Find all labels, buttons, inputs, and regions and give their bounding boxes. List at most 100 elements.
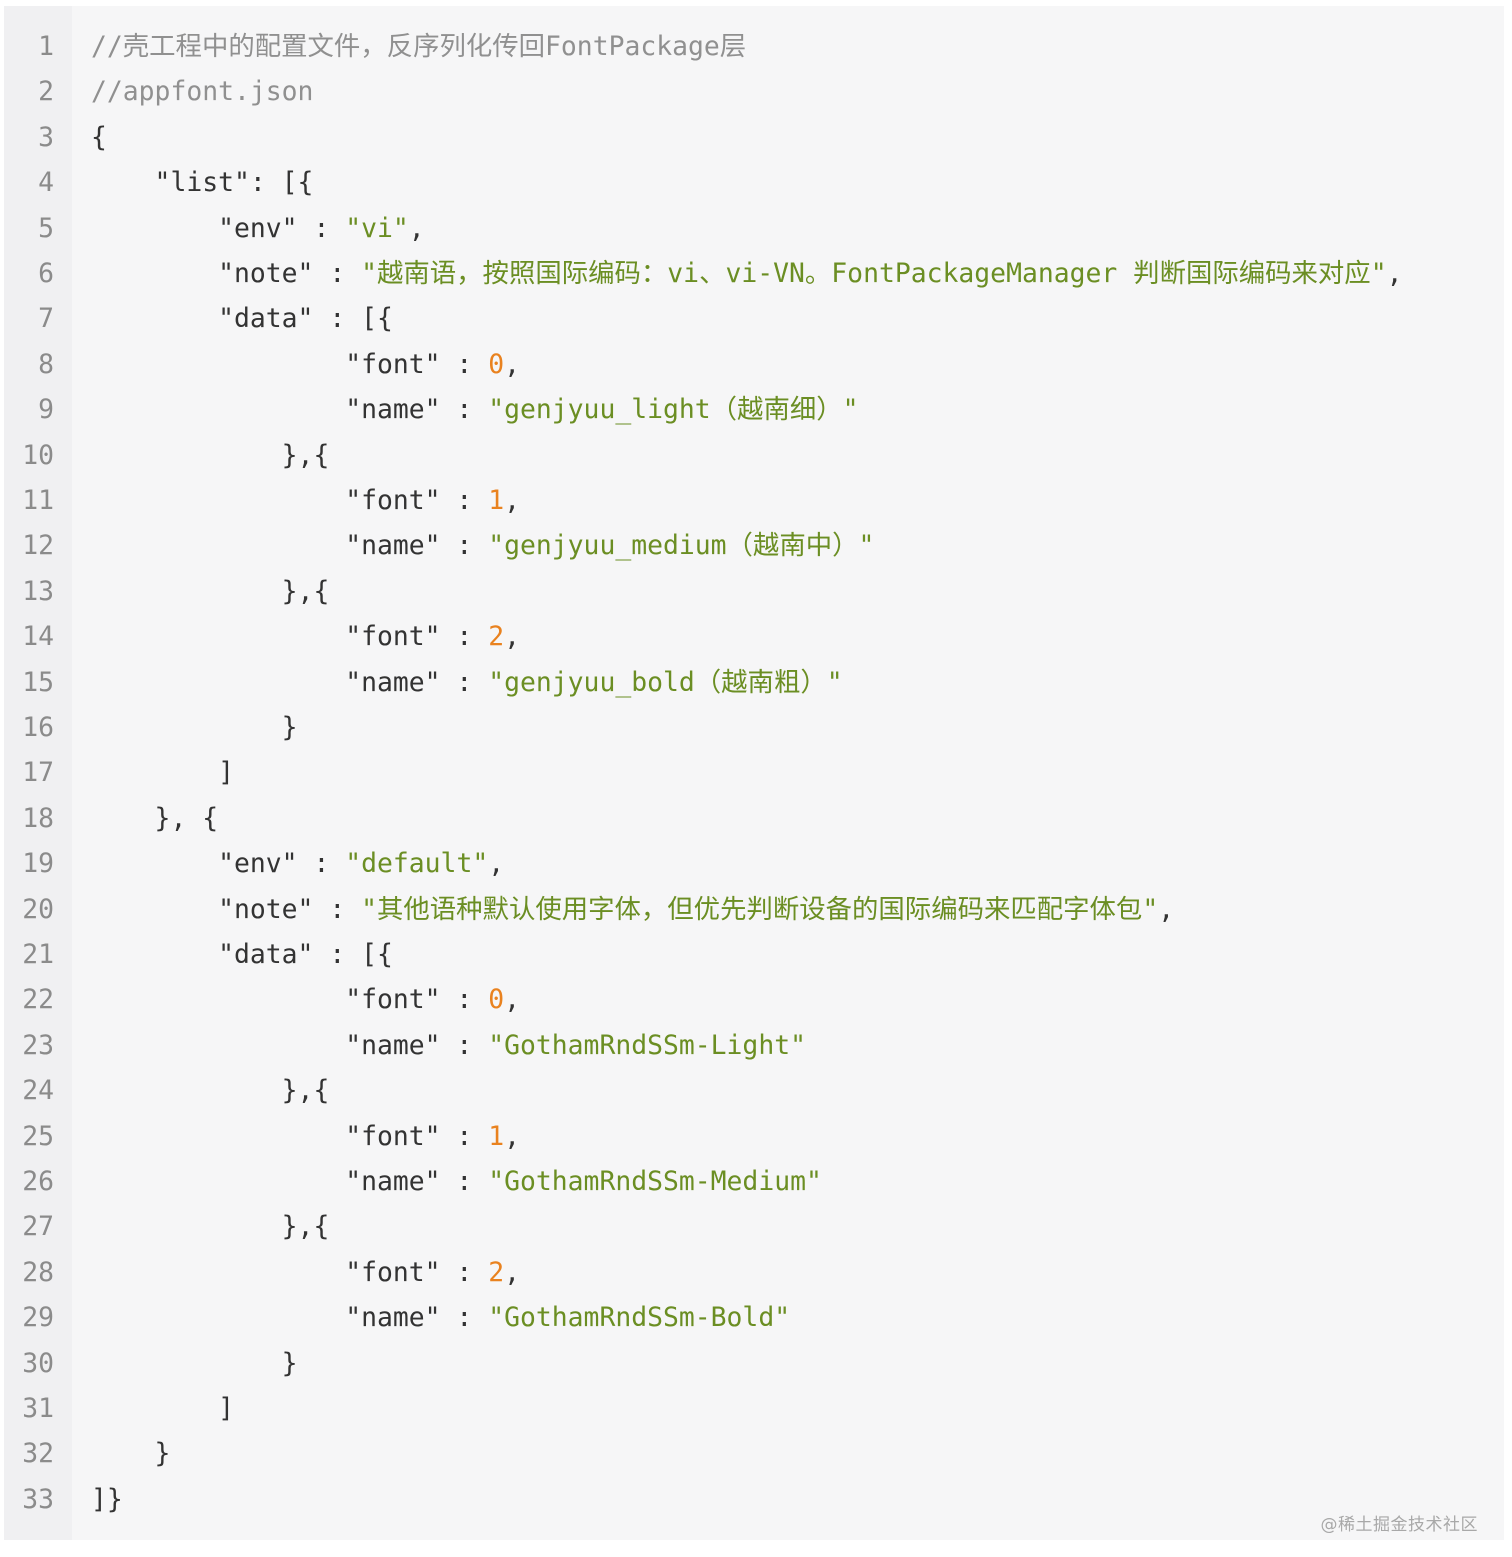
code-token: } (91, 1347, 298, 1379)
line-number: 17 (22, 757, 54, 789)
line-number: 10 (22, 439, 54, 471)
code-token: "name" : (91, 1302, 489, 1334)
line-code: "font" : 1, (91, 478, 520, 523)
line-code: "list": [{ (91, 160, 314, 205)
line-code: "name" : "genjyuu_light（越南细）" (91, 387, 859, 432)
line-number: 23 (22, 1029, 54, 1061)
line-code: "font" : 1, (91, 1114, 520, 1159)
line-number: 20 (22, 893, 54, 925)
code-token: "GothamRndSSm-Bold" (488, 1302, 791, 1334)
line-code: "font" : 2, (91, 1250, 520, 1295)
line-code: "data" : [{ (91, 932, 393, 977)
code-token: "越南语，按照国际编码：vi、vi-VN。FontPackageManager … (361, 258, 1387, 289)
code-token: "GothamRndSSm-Medium" (488, 1166, 822, 1197)
line-code: },{ (91, 1204, 330, 1249)
code-token: ] (91, 757, 234, 789)
code-token: , (504, 348, 520, 380)
line-number: 16 (22, 712, 54, 743)
code-token: "data" : [{ (91, 303, 393, 335)
line-code: //壳工程中的配置文件，反序列化传回FontPackage层 (91, 24, 746, 69)
line-code: ] (91, 750, 234, 795)
code-token: "note" : (91, 893, 362, 925)
code-token: , (408, 212, 425, 244)
code-block: 1 //壳工程中的配置文件，反序列化传回FontPackage层 2 //appfon… (4, 6, 1504, 1540)
code-token: , (1158, 893, 1175, 925)
line-number: 31 (22, 1393, 54, 1424)
code-token: "data" : [{ (91, 939, 393, 970)
line-code: }, { (91, 796, 219, 841)
line-number: 14 (22, 621, 54, 653)
line-code: "name" : "GothamRndSSm-Bold" (91, 1295, 790, 1340)
line-number: 3 (38, 121, 54, 153)
line-code: "env" : "default", (91, 841, 504, 886)
line-number: 19 (22, 848, 54, 880)
code-token: 0 (488, 984, 505, 1016)
line-code: "font" : 0, (91, 977, 520, 1022)
code-token: "font" : (91, 348, 489, 380)
code-token: "其他语种默认使用字体，但优先判断设备的国际编码来匹配字体包" (361, 893, 1159, 925)
code-token: "vi" (345, 212, 409, 244)
code-token: , (504, 984, 520, 1016)
line-number: 26 (22, 1166, 54, 1197)
code-token: 0 (488, 348, 505, 380)
line-number: 2 (38, 76, 54, 108)
code-token: 1 (488, 485, 505, 516)
code-token: 2 (488, 1256, 505, 1288)
code-token: ] (91, 1393, 234, 1424)
line-number: 15 (22, 666, 54, 698)
line-number: 27 (22, 1211, 54, 1243)
code-token: },{ (91, 439, 330, 471)
code-token: , (504, 1120, 520, 1152)
line-number: 25 (22, 1120, 54, 1152)
line-code: "name" : "GothamRndSSm-Light" (91, 1023, 806, 1068)
line-number: 11 (22, 485, 54, 516)
line-number: 1 (38, 31, 54, 62)
line-number: 6 (38, 258, 54, 289)
code-token: "name" : (91, 1166, 489, 1197)
line-code: { (91, 115, 107, 160)
code-token: } (91, 1438, 171, 1470)
line-code: },{ (91, 433, 330, 478)
line-number: 29 (22, 1302, 54, 1334)
line-number: 5 (38, 212, 54, 244)
code-token: },{ (91, 1211, 330, 1243)
line-code: ] (91, 1386, 234, 1431)
line-code: //appfont.json (91, 69, 313, 114)
code-token: "genjyuu_light（越南细）" (488, 394, 859, 426)
code-token: "list": [{ (91, 167, 314, 199)
code-token: "name" : (91, 530, 489, 562)
code-token: "env" : (91, 848, 346, 880)
line-code: "note" : "其他语种默认使用字体，但优先判断设备的国际编码来匹配字体包"… (91, 887, 1174, 932)
line-number: 8 (38, 348, 54, 380)
code-token: "font" : (91, 984, 489, 1016)
line-code: } (91, 1341, 298, 1386)
line-code: } (91, 1431, 171, 1476)
code-token: 2 (488, 621, 505, 653)
line-number: 28 (22, 1256, 54, 1288)
line-code: ]} (91, 1477, 123, 1522)
code-token: }, { (91, 802, 219, 834)
code-token: "name" : (91, 394, 489, 426)
code-token: "font" : (91, 1120, 489, 1152)
code-token: //appfont.json (91, 76, 314, 108)
code-token: , (1386, 258, 1403, 289)
code-token: { (91, 121, 107, 153)
code-token: "font" : (91, 485, 489, 516)
code-token: "font" : (91, 1256, 489, 1288)
code-token: "GothamRndSSm-Light" (488, 1029, 806, 1061)
line-number: 21 (22, 939, 54, 970)
code-token: "note" : (91, 258, 362, 289)
code-token: , (504, 485, 520, 516)
line-number: 30 (22, 1347, 54, 1379)
line-number: 18 (22, 802, 54, 834)
line-code: "note" : "越南语，按照国际编码：vi、vi-VN。FontPackag… (91, 251, 1402, 296)
line-code: "font" : 2, (91, 614, 520, 659)
line-number: 9 (38, 394, 54, 426)
line-number: 33 (22, 1483, 54, 1515)
line-code: },{ (91, 1068, 330, 1113)
code-token: },{ (91, 575, 330, 607)
code-token: //壳工程中的配置文件，反序列化传回FontPackage层 (91, 31, 747, 62)
code-token: ]} (91, 1483, 123, 1515)
line-code: "font" : 0, (91, 342, 520, 387)
line-code: "name" : "genjyuu_bold（越南粗）" (91, 660, 842, 705)
